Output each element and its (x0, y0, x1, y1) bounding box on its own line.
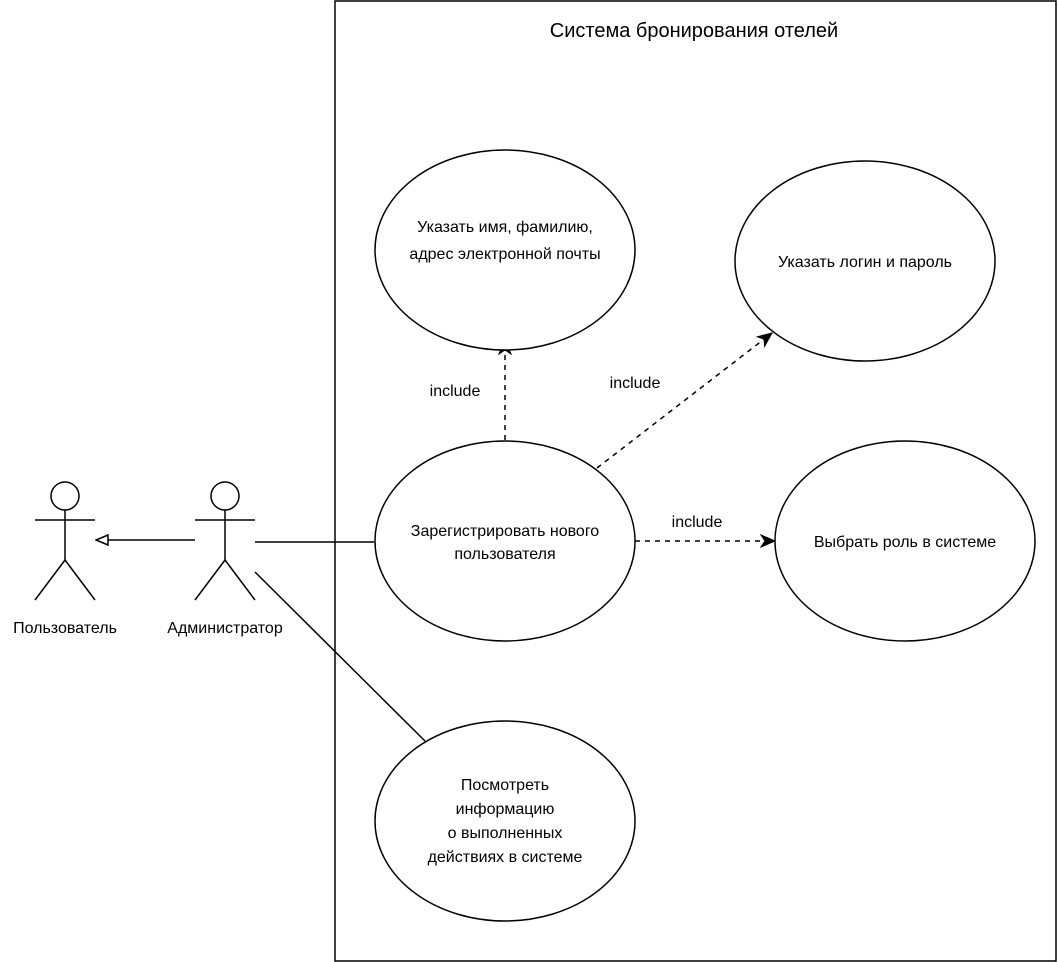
use-case-label-line: Указать имя, фамилию, (417, 219, 593, 236)
use-case-label-line: Зарегистрировать нового (411, 523, 600, 540)
actor-user-label: Пользователь (13, 620, 117, 637)
use-case-label-line: Посмотреть (461, 777, 549, 794)
use-case-view-actions[interactable]: Посмотреть информацию о выполненных дейс… (374, 720, 636, 922)
include-label-role: include (672, 514, 723, 531)
stick-figure-icon (34, 481, 96, 601)
use-case-label-line: адрес электронной почты (409, 246, 600, 263)
use-case-ellipse (374, 149, 636, 351)
use-case-label-line: Указать логин и пароль (778, 254, 952, 271)
use-case-register[interactable]: Зарегистрировать нового пользователя (374, 440, 636, 642)
use-case-label-line: пользователя (454, 546, 555, 563)
use-case-login-password[interactable]: Указать логин и пароль (734, 160, 996, 362)
include-label-name-email: include (430, 383, 481, 400)
include-edge-login (596, 333, 772, 469)
stick-figure-icon (194, 481, 256, 601)
use-case-ellipse (734, 160, 996, 362)
use-case-label-line: информацию (456, 801, 555, 818)
system-title: Система бронирования отелей (550, 20, 838, 42)
use-case-choose-role[interactable]: Выбрать роль в системе (774, 440, 1036, 642)
use-case-label-line: Выбрать роль в системе (814, 534, 996, 551)
actor-admin[interactable]: Администратор (167, 481, 283, 637)
use-case-ellipse (774, 440, 1036, 642)
use-case-label-line: действиях в системе (428, 849, 583, 866)
use-case-ellipse (374, 440, 636, 642)
use-case-ellipse (374, 720, 636, 922)
include-label-login: include (610, 375, 661, 392)
association-edge-view-actions (254, 571, 426, 742)
actor-user[interactable]: Пользователь (13, 481, 117, 637)
actor-admin-label: Администратор (167, 620, 283, 637)
use-case-label-line: о выполненных (448, 825, 563, 842)
use-case-name-email[interactable]: Указать имя, фамилию, адрес электронной … (374, 149, 636, 351)
